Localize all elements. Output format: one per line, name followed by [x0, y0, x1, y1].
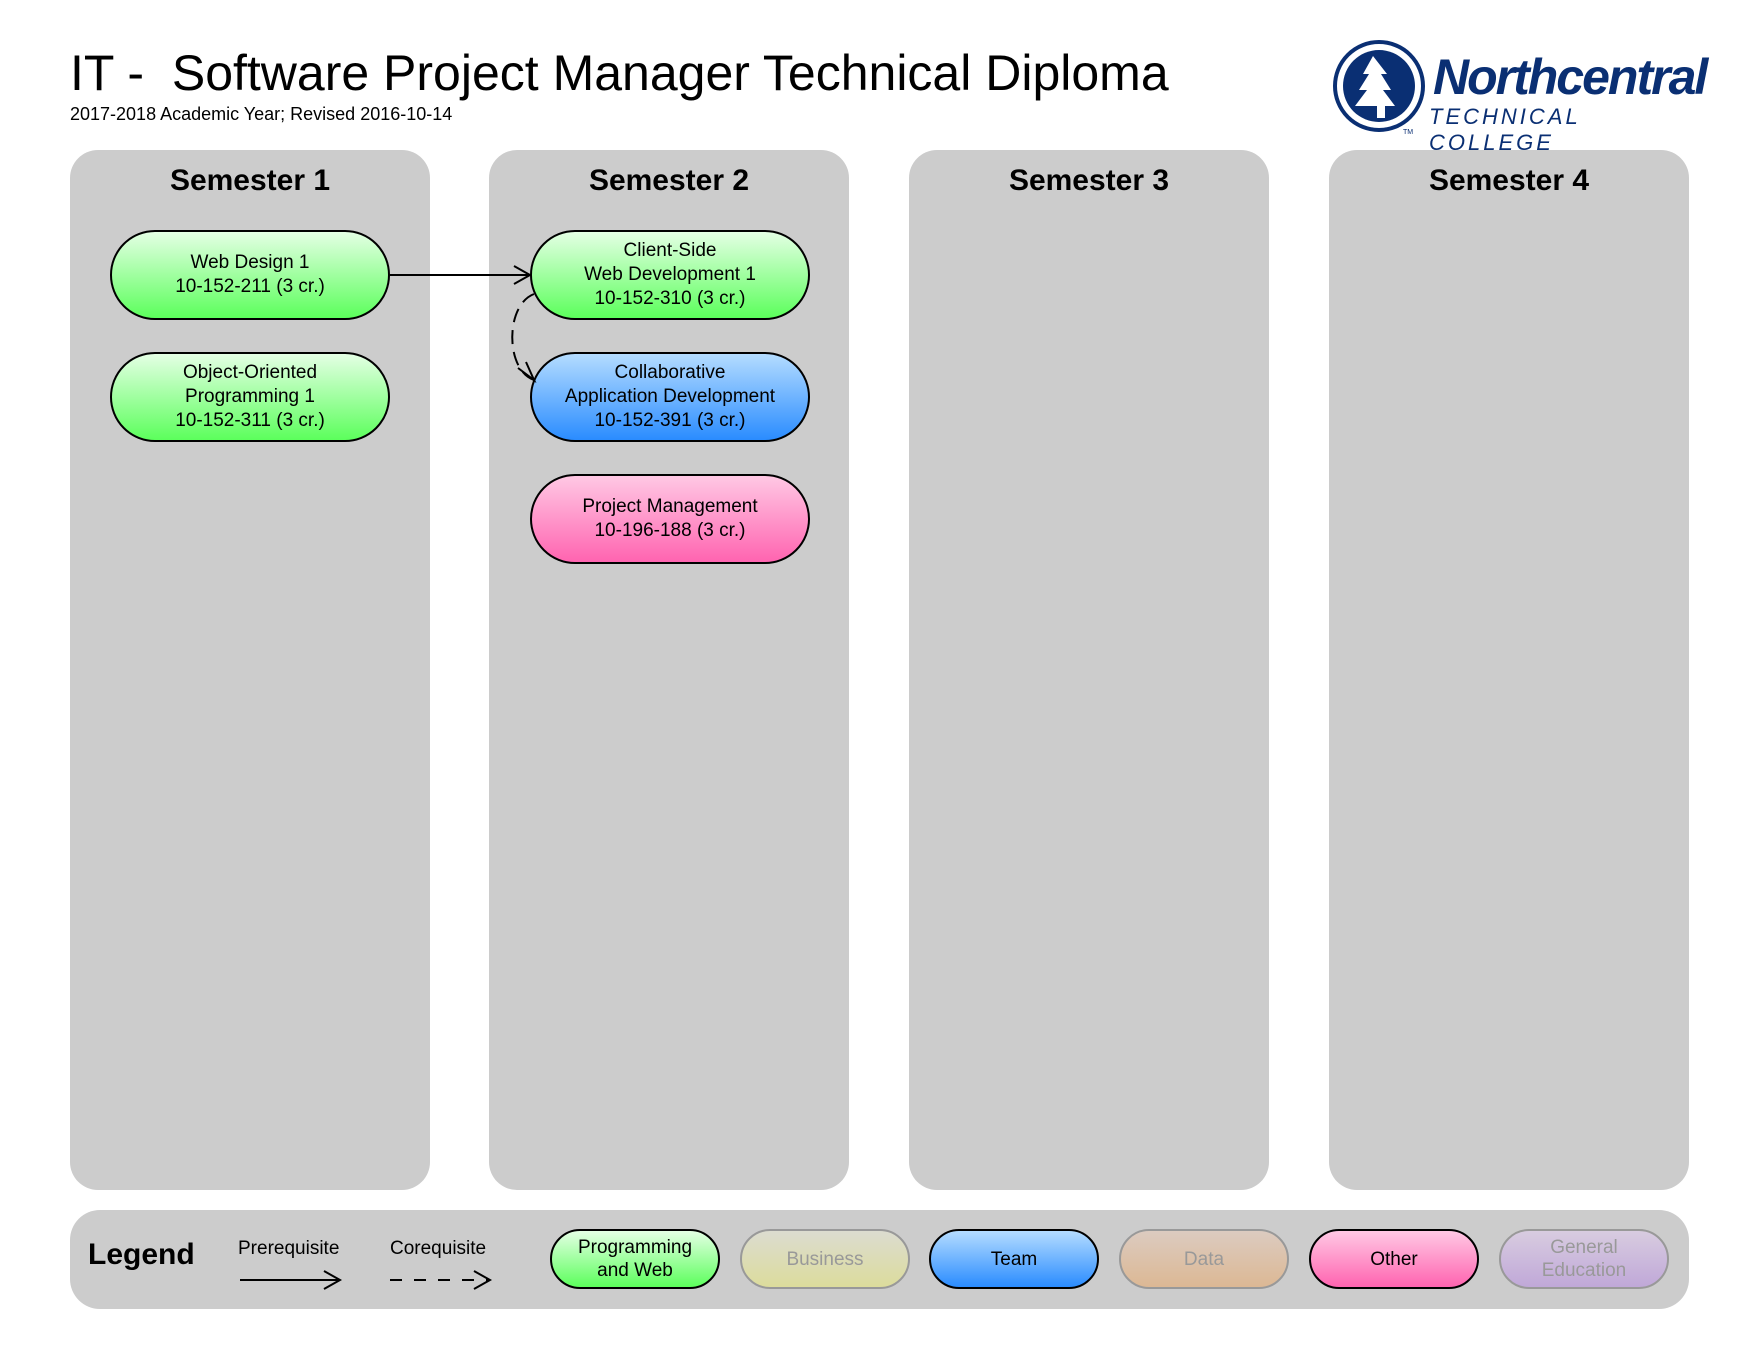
course-collaborative-app-dev[interactable]: Collaborative Application Development 10… — [530, 352, 810, 442]
semester-3-column: Semester 3 — [909, 150, 1269, 1190]
course-name: Client-Side — [623, 240, 717, 261]
course-name: Application Development — [564, 386, 776, 407]
course-web-design-1[interactable]: Web Design 1 10-152-211 (3 cr.) — [110, 230, 390, 320]
course-code: 10-196-188 (3 cr.) — [594, 520, 746, 541]
relation-arrows — [390, 265, 537, 384]
legend-label: General — [1550, 1237, 1618, 1258]
legend-data: Data — [1119, 1229, 1289, 1289]
course-name: Collaborative — [614, 362, 726, 383]
course-code: 10-152-391 (3 cr.) — [594, 410, 746, 431]
legend-label: Education — [1541, 1260, 1627, 1281]
prerequisite-arrow-icon — [240, 1270, 343, 1290]
course-name: Web Design 1 — [190, 252, 310, 273]
legend-label: Programming — [577, 1237, 693, 1258]
legend-label: Business — [786, 1248, 864, 1270]
tree-seal-icon: TM — [1333, 40, 1425, 136]
course-project-management[interactable]: Project Management 10-196-188 (3 cr.) — [530, 474, 810, 564]
legend-business: Business — [740, 1229, 910, 1289]
course-name: Web Development 1 — [584, 264, 756, 285]
semester-3-title: Semester 3 — [1008, 164, 1170, 197]
semester-2-column: Semester 2 — [489, 150, 849, 1190]
legend-team: Team — [929, 1229, 1099, 1289]
semester-1-title: Semester 1 — [169, 164, 331, 197]
semester-4-column: Semester 4 — [1329, 150, 1689, 1190]
course-name: Programming 1 — [185, 386, 315, 407]
northcentral-logo: TM Northcentral TECHNICAL COLLEGE — [1333, 40, 1708, 155]
course-code: 10-152-311 (3 cr.) — [175, 410, 325, 431]
semester-4-title: Semester 4 — [1428, 164, 1590, 197]
svg-text:TM: TM — [1403, 129, 1413, 136]
legend-label: and Web — [597, 1260, 673, 1281]
corequisite-arrow-icon — [390, 1270, 493, 1290]
page-subtitle: 2017-2018 Academic Year; Revised 2016-10… — [70, 104, 453, 124]
course-object-oriented-programming-1[interactable]: Object-Oriented Programming 1 10-152-311… — [110, 352, 390, 442]
prerequisite-arrow — [390, 265, 533, 285]
legend-label: Data — [1183, 1248, 1225, 1270]
legend-label: Team — [990, 1248, 1038, 1270]
course-client-side-web-dev-1[interactable]: Client-Side Web Development 1 10-152-310… — [530, 230, 810, 320]
course-name: Object-Oriented — [182, 362, 318, 383]
legend-title: Legend — [88, 1238, 195, 1271]
course-code: 10-152-211 (3 cr.) — [175, 276, 325, 297]
legend-other: Other — [1309, 1229, 1479, 1289]
course-name: Project Management — [582, 496, 758, 517]
logo-name: Northcentral — [1433, 49, 1708, 105]
semester-1-column: Semester 1 — [70, 150, 430, 1190]
legend-corequisite-label: Corequisite — [390, 1238, 487, 1259]
semester-2-title: Semester 2 — [588, 164, 750, 197]
course-code: 10-152-310 (3 cr.) — [594, 288, 746, 309]
legend: Legend Prerequisite Corequisite Programm… — [70, 1210, 1689, 1309]
legend-prerequisite-label: Prerequisite — [238, 1238, 340, 1259]
page-title: IT - Software Project Manager Technical … — [70, 45, 1169, 101]
legend-label: Other — [1370, 1248, 1418, 1270]
corequisite-arrow — [511, 293, 537, 384]
